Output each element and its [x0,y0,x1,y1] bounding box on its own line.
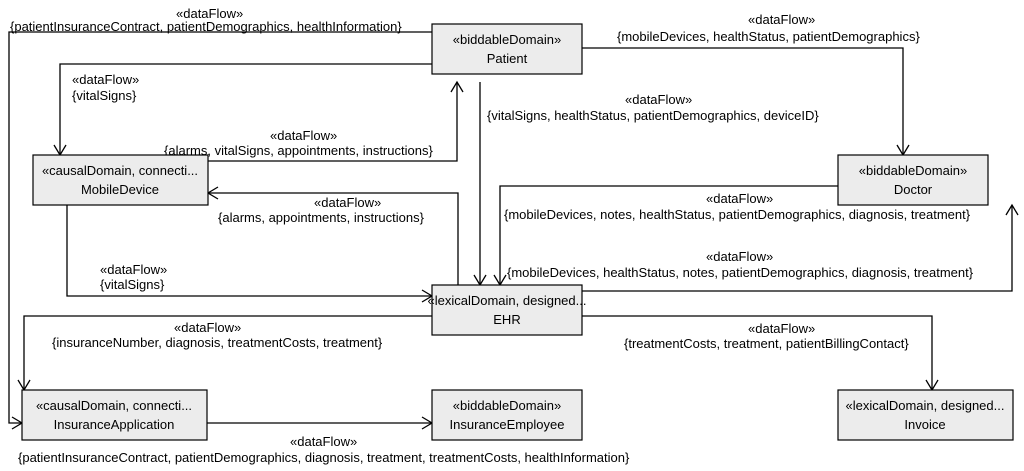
node-patient[interactable]: «biddableDomain» Patient [431,23,583,75]
label-ehr-to-doctor: «dataFlow» {mobileDevices, healthStatus,… [507,249,974,280]
label-mobiledevice-to-patient: «dataFlow» {alarms, vitalSigns, appointm… [164,128,433,158]
node-name: Patient [487,51,528,66]
node-stereotype: «biddableDomain» [453,32,561,47]
edge-stereotype: «dataFlow» [706,191,773,206]
node-mobiledevice[interactable]: «causalDomain, connecti... MobileDevice [32,154,209,206]
node-doctor[interactable]: «biddableDomain» Doctor [837,154,989,206]
label-doctor-to-ehr: «dataFlow» {mobileDevices, notes, health… [504,191,971,222]
node-stereotype: «lexicalDomain, designed... [846,398,1005,413]
edge-items: {patientInsuranceContract, patientDemogr… [10,19,402,34]
edge-stereotype: «dataFlow» [748,12,815,27]
label-ehr-to-insuranceapplication: «dataFlow» {insuranceNumber, diagnosis, … [52,320,383,350]
edge-items: {vitalSigns} [72,88,137,103]
node-name: EHR [493,312,520,327]
edge-stereotype: «dataFlow» [706,249,773,264]
node-insuranceemployee[interactable]: «biddableDomain» InsuranceEmployee [431,389,583,441]
edge-stereotype: «dataFlow» [174,320,241,335]
node-stereotype: «biddableDomain» [859,163,967,178]
label-ehr-to-mobiledevice: «dataFlow» {alarms, appointments, instru… [218,195,425,225]
node-name: MobileDevice [81,182,159,197]
edge-items: {alarms, vitalSigns, appointments, instr… [164,143,433,158]
node-stereotype: «causalDomain, connecti... [36,398,192,413]
edge-items: {mobileDevices, healthStatus, patientDem… [617,29,920,44]
edge-stereotype: «dataFlow» [176,6,243,21]
node-name: Doctor [894,182,933,197]
label-patient-to-doctor: «dataFlow» {mobileDevices, healthStatus,… [617,12,920,44]
node-stereotype: «lexicalDomain, designed... [428,293,587,308]
label-patient-to-ehr: «dataFlow» {vitalSigns, healthStatus, pa… [487,92,819,123]
edge-stereotype: «dataFlow» [100,262,167,277]
edge-ehr-to-doctor [582,203,1019,292]
label-patient-to-insuranceapplication: «dataFlow» {patientInsuranceContract, pa… [10,6,402,34]
edge-items: {vitalSigns, healthStatus, patientDemogr… [487,108,819,123]
edge-items: {treatmentCosts, treatment, patientBilli… [624,336,909,351]
node-insuranceapplication[interactable]: «causalDomain, connecti... InsuranceAppl… [21,389,208,441]
node-name: Invoice [904,417,945,432]
label-patient-to-mobiledevice: «dataFlow» {vitalSigns} [72,72,139,103]
edge-items: {mobileDevices, notes, healthStatus, pat… [504,207,971,222]
node-name: InsuranceApplication [54,417,175,432]
edge-items: {insuranceNumber, diagnosis, treatmentCo… [52,335,383,350]
edge-stereotype: «dataFlow» [72,72,139,87]
edge-stereotype: «dataFlow» [314,195,381,210]
edge-items: {patientInsuranceContract, patientDemogr… [18,450,630,465]
edge-stereotype: «dataFlow» [270,128,337,143]
node-ehr[interactable]: «lexicalDomain, designed... EHR [428,284,587,336]
edge-items: {vitalSigns} [100,277,165,292]
edge-stereotype: «dataFlow» [625,92,692,107]
edge-insuranceapplication-to-insuranceemployee [207,416,434,430]
edge-stereotype: «dataFlow» [748,321,815,336]
node-name: InsuranceEmployee [450,417,565,432]
edge-items: {mobileDevices, healthStatus, notes, pat… [507,265,974,280]
edge-items: {alarms, appointments, instructions} [218,210,425,225]
edge-patient-to-ehr [473,82,487,287]
label-ehr-to-invoice: «dataFlow» {treatmentCosts, treatment, p… [624,321,909,351]
node-stereotype: «biddableDomain» [453,398,561,413]
edge-stereotype: «dataFlow» [290,434,357,449]
label-mobiledevice-to-ehr: «dataFlow» {vitalSigns} [100,262,167,292]
node-stereotype: «causalDomain, connecti... [42,163,198,178]
node-invoice[interactable]: «lexicalDomain, designed... Invoice [837,389,1014,441]
edge-mobiledevice-to-patient [208,80,464,162]
label-insuranceapplication-to-insuranceemployee: «dataFlow» {patientInsuranceContract, pa… [18,434,630,465]
